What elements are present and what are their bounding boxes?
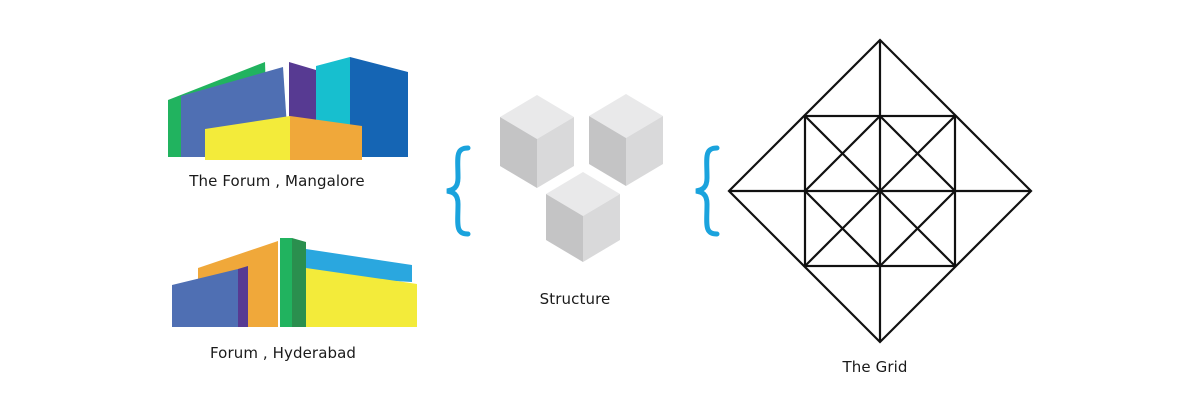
cube-icon xyxy=(546,172,620,262)
hyderabad-caption: Forum , Hyderabad xyxy=(209,344,357,362)
forum-mangalore-building xyxy=(168,57,408,160)
building-orange-wall xyxy=(290,116,362,160)
building-blue-wall xyxy=(172,269,238,327)
forum-hyderabad-building xyxy=(172,238,417,327)
the-grid-diagram xyxy=(727,38,1033,344)
structure-cubes xyxy=(500,94,663,262)
grid-caption: The Grid xyxy=(842,358,908,376)
cube-icon xyxy=(589,94,663,186)
building-dark-green-wall xyxy=(292,238,306,327)
grid-middle-diamond xyxy=(803,114,957,268)
cube-icon xyxy=(500,95,574,188)
left-brace-icon xyxy=(446,145,471,237)
building-navy-wall xyxy=(350,57,408,157)
grid-diagonal xyxy=(804,115,956,267)
mangalore-caption: The Forum , Mangalore xyxy=(189,172,365,190)
building-green-wall xyxy=(280,238,292,327)
right-brace-icon xyxy=(695,145,720,237)
building-yellow-wall xyxy=(205,116,290,160)
building-purple-wall xyxy=(238,266,248,327)
structure-caption: Structure xyxy=(539,290,611,308)
building-yellow-wall xyxy=(306,268,417,327)
